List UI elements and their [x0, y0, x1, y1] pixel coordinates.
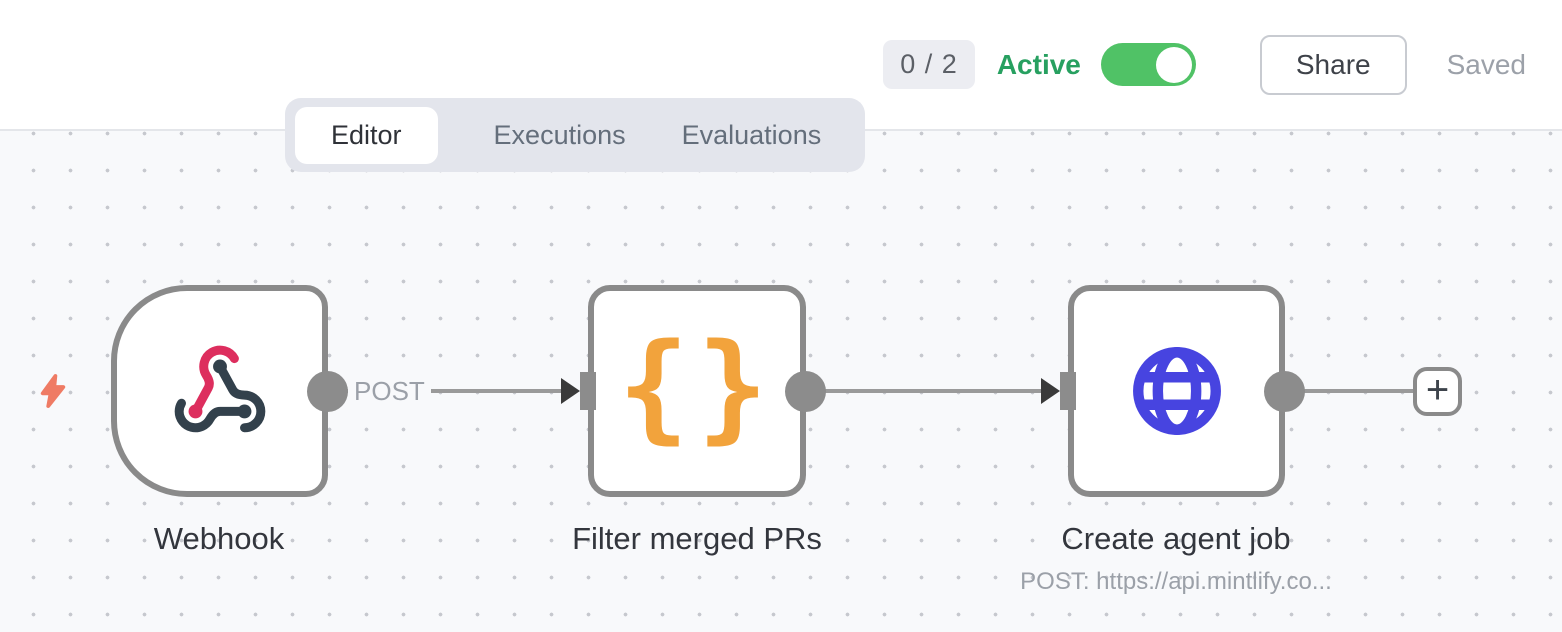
edge-webhook-to-filter[interactable]	[330, 389, 562, 393]
save-status: Saved	[1446, 48, 1526, 80]
tab-evaluations[interactable]: Evaluations	[681, 119, 822, 150]
node-create-label: Create agent job	[1061, 521, 1291, 556]
node-filter-label: Filter merged PRs	[572, 521, 822, 556]
execution-counter-badge: 0 / 2	[883, 40, 975, 89]
active-label: Active	[996, 48, 1081, 80]
create-input-connector[interactable]	[1060, 372, 1076, 410]
add-node-button[interactable]: +	[1413, 367, 1462, 416]
code-braces-icon: {}	[617, 317, 777, 455]
tab-executions[interactable]: Executions	[493, 119, 626, 150]
node-webhook-label: Webhook	[153, 521, 285, 556]
node-filter-merged-prs[interactable]: {}	[588, 285, 806, 497]
toggle-knob-icon	[1155, 46, 1192, 83]
create-output-connector[interactable]	[1264, 371, 1305, 412]
edge-create-to-add[interactable]	[1285, 389, 1415, 393]
workflow-canvas[interactable]: Webhook POST {} Filter merged PRs Create…	[0, 131, 1562, 632]
edge-arrowhead-icon	[1041, 378, 1060, 404]
webhook-icon	[117, 291, 322, 491]
header-controls: 0 / 2 Active Share Saved	[883, 34, 1526, 95]
webhook-output-connector[interactable]	[307, 371, 348, 412]
trigger-lightning-icon	[40, 374, 66, 408]
edge-filter-to-create[interactable]	[806, 389, 1041, 393]
share-button[interactable]: Share	[1259, 34, 1407, 95]
filter-output-connector[interactable]	[785, 371, 826, 412]
node-create-agent-job[interactable]	[1068, 285, 1285, 497]
view-tabbar: Editor Executions Evaluations	[285, 98, 866, 172]
edge-arrowhead-icon	[561, 378, 580, 404]
edge-method-label: POST	[348, 376, 431, 406]
globe-icon	[1074, 291, 1279, 491]
node-webhook[interactable]	[111, 285, 328, 497]
tab-editor[interactable]: Editor	[295, 106, 438, 164]
node-create-subtitle: POST: https://api.mintlify.co...	[1020, 568, 1332, 595]
active-toggle[interactable]	[1100, 43, 1196, 86]
filter-input-connector[interactable]	[580, 372, 596, 410]
